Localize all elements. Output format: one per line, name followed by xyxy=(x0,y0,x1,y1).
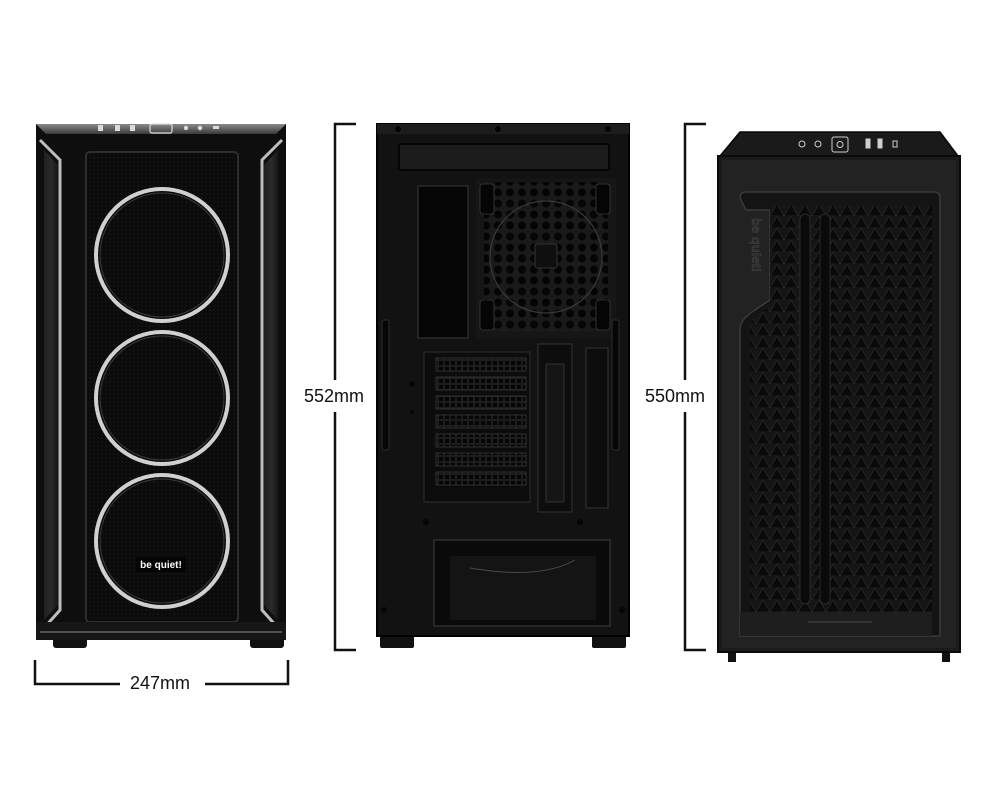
side-triangle-mesh xyxy=(750,206,932,612)
height-label-side: 550mm xyxy=(641,385,710,407)
height-dimension-bracket-side xyxy=(683,122,706,652)
height-dimension-bracket-front xyxy=(333,122,356,652)
side-vertical-stripe-1 xyxy=(799,213,811,605)
front-fan-ring-middle xyxy=(94,330,230,466)
side-vertical-stripe-2 xyxy=(819,213,831,605)
rear-side-bracket xyxy=(585,347,609,509)
width-label: 247mm xyxy=(126,672,195,694)
front-io-ports xyxy=(98,123,219,134)
side-io-ports xyxy=(798,136,898,153)
side-logo-text: be quiet! xyxy=(749,218,764,272)
rear-io-shield-cutout xyxy=(417,185,469,339)
height-label-front: 552mm xyxy=(300,385,369,407)
rear-thumbscrew-rail-right xyxy=(611,319,620,451)
rear-pci-slot-covers xyxy=(435,357,527,486)
front-right-trim xyxy=(260,138,284,629)
front-logo-badge xyxy=(136,557,186,572)
front-logo-text: be quiet! xyxy=(140,560,182,571)
rear-thumbscrew-rail-left xyxy=(381,319,390,451)
width-dimension-bracket xyxy=(33,660,290,686)
rear-top-vent-slot xyxy=(398,143,610,171)
front-fan-ring-bottom xyxy=(94,473,230,609)
front-left-trim xyxy=(38,138,62,629)
front-fan-rings xyxy=(94,187,230,609)
front-fan-ring-top xyxy=(94,187,230,323)
